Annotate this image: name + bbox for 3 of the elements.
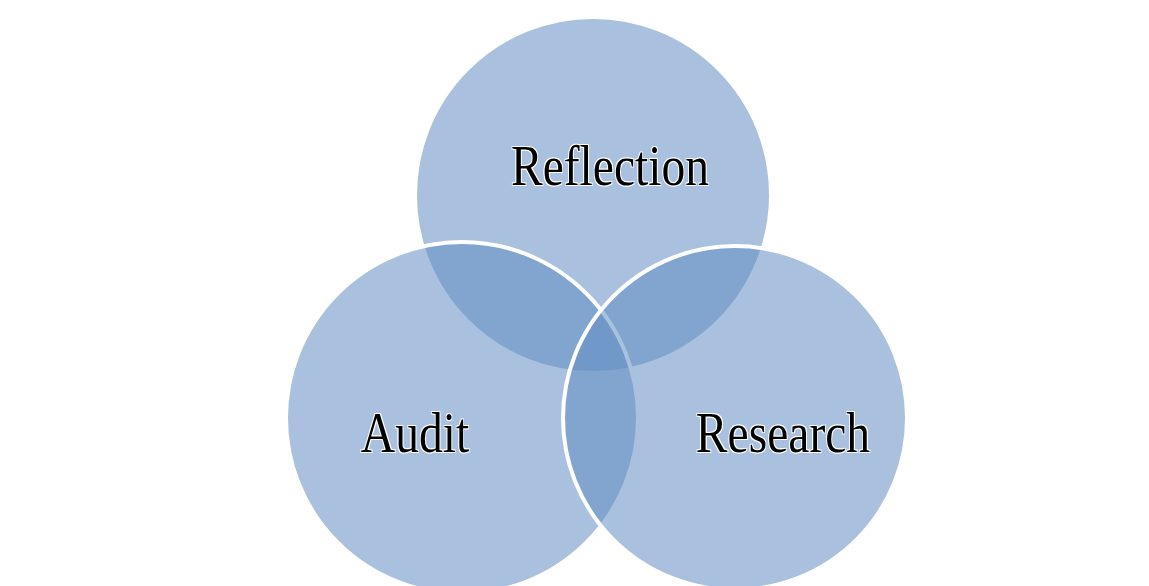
circle-label: Reflection [510,131,710,199]
circle-label: Research [695,398,871,466]
circle-label: Audit [360,398,470,466]
